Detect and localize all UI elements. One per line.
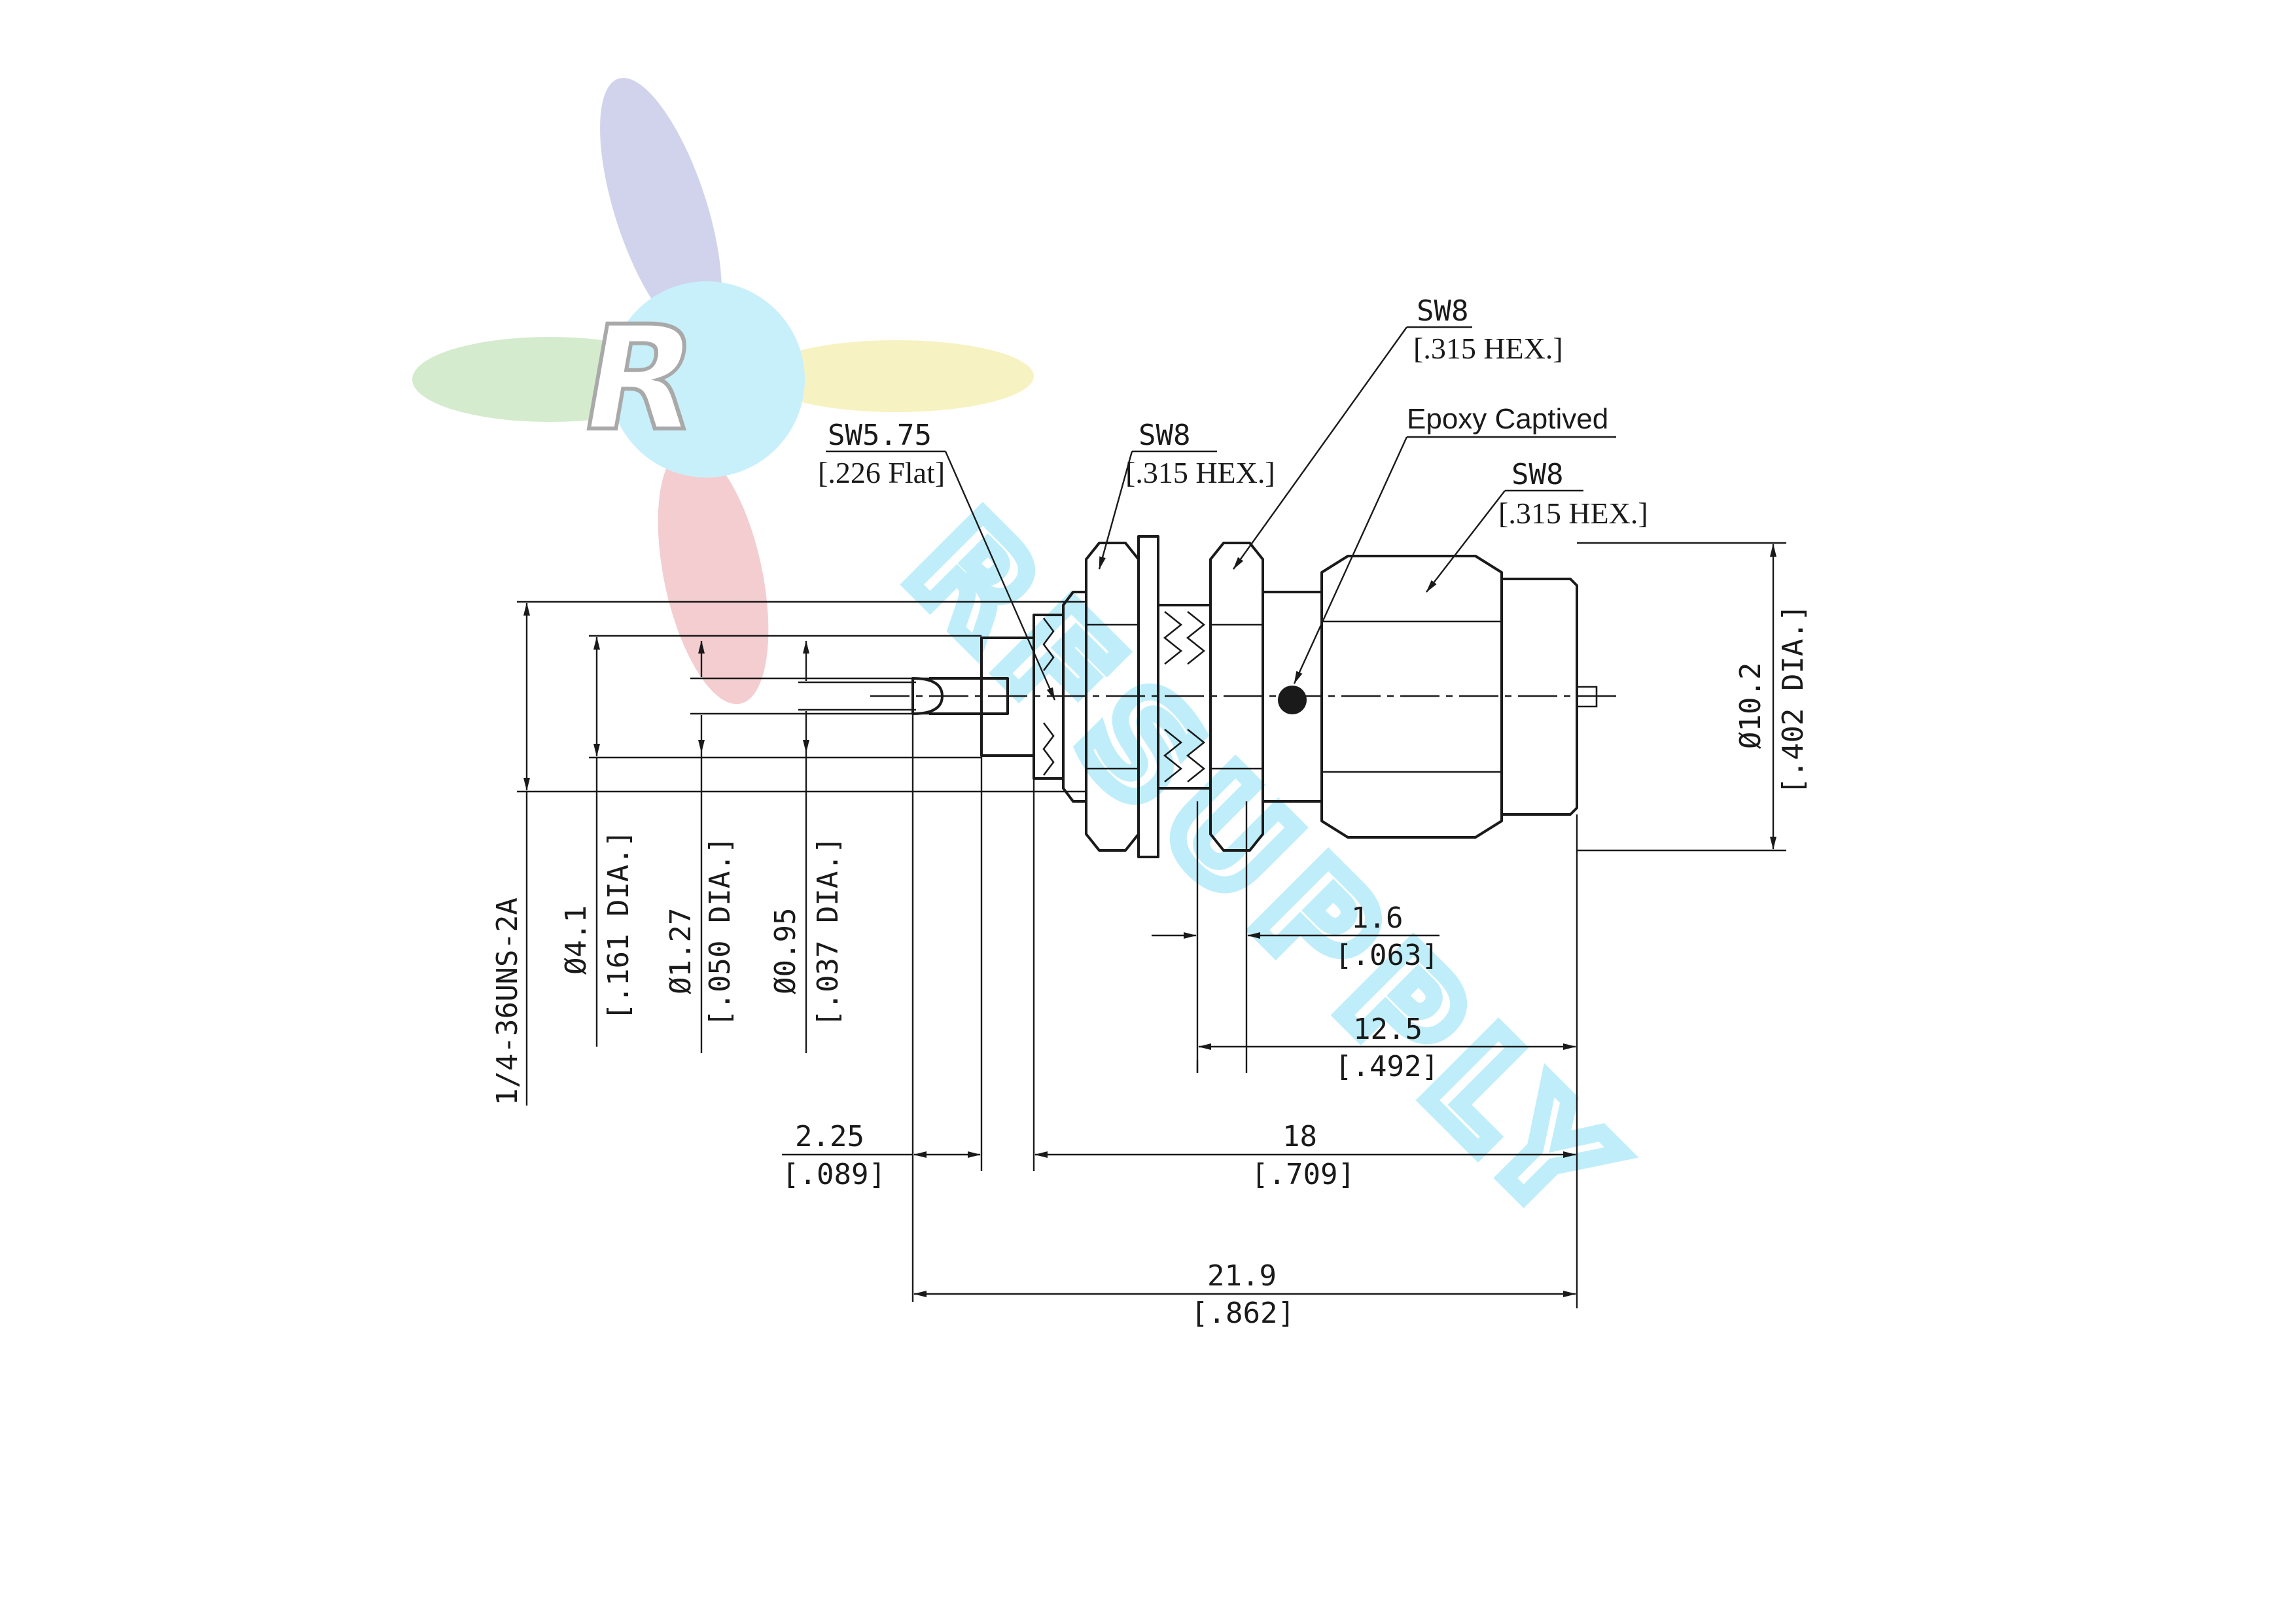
label-sw8-coupling-sub: [.315 HEX.] (1498, 497, 1648, 530)
epoxy-dot (1278, 686, 1307, 714)
label-dim18: 18 (1282, 1120, 1317, 1153)
label-dim225: 2.25 (795, 1120, 864, 1153)
watermark-blue-petal (600, 78, 722, 341)
labels: SW5.75 [.226 Flat] SW8 [.315 HEX.] SW8 [… (491, 294, 1810, 1330)
label-sw8-rear-sub: [.315 HEX.] (1413, 332, 1563, 365)
connector-body (870, 535, 1623, 858)
label-thread: 1/4-36UNS-2A (491, 898, 524, 1106)
lock-washer (1137, 535, 1159, 858)
label-sw575-sub: [.226 Flat] (818, 456, 945, 489)
label-d41: Ø4.1 (559, 905, 593, 975)
watermark-logo: R (412, 78, 1034, 705)
label-dim125-sub: [.492] (1335, 1050, 1439, 1083)
coupling-nut (1320, 555, 1503, 839)
label-dim225-sub: [.089] (782, 1158, 886, 1191)
label-sw8-coupling: SW8 (1511, 458, 1563, 491)
label-sw8-front-sub: [.315 HEX.] (1125, 456, 1275, 489)
dimension-lines (517, 542, 1786, 1308)
label-dim16: 1.6 (1351, 901, 1403, 935)
contact-pin (929, 677, 1009, 715)
label-sw8-rear: SW8 (1417, 294, 1468, 328)
label-d102-sub: [.402 DIA.] (1776, 604, 1810, 795)
watermark-red-petal (658, 447, 769, 705)
label-dim16-sub: [.063] (1335, 939, 1439, 972)
rear-body-end (1577, 686, 1598, 708)
label-d127-sub: [.050 DIA.] (703, 837, 737, 1027)
label-d095-sub: [.037 DIA.] (811, 837, 845, 1027)
label-sw8-front: SW8 (1139, 419, 1190, 452)
middle-thread-teeth (1163, 610, 1206, 783)
label-epoxy: Epoxy Captived (1407, 403, 1608, 435)
rear-body (1500, 578, 1578, 816)
label-dim219-sub: [.862] (1191, 1297, 1295, 1330)
leader-lines (826, 326, 1616, 701)
label-sw575: SW5.75 (828, 419, 932, 452)
label-dim125: 12.5 (1353, 1013, 1422, 1046)
watermark-globe (609, 281, 805, 478)
hex-nut-sw8-rear (1209, 542, 1264, 852)
front-thread-teeth (1042, 618, 1055, 776)
label-dim18-sub: [.709] (1251, 1158, 1355, 1191)
label-d41-sub: [.161 DIA.] (602, 830, 635, 1021)
watermark-yellow-petal (759, 340, 1034, 412)
label-d127: Ø1.27 (664, 908, 698, 994)
label-dim219: 21.9 (1207, 1259, 1277, 1293)
label-d095: Ø0.95 (769, 908, 802, 994)
label-d102: Ø10.2 (1734, 663, 1767, 749)
